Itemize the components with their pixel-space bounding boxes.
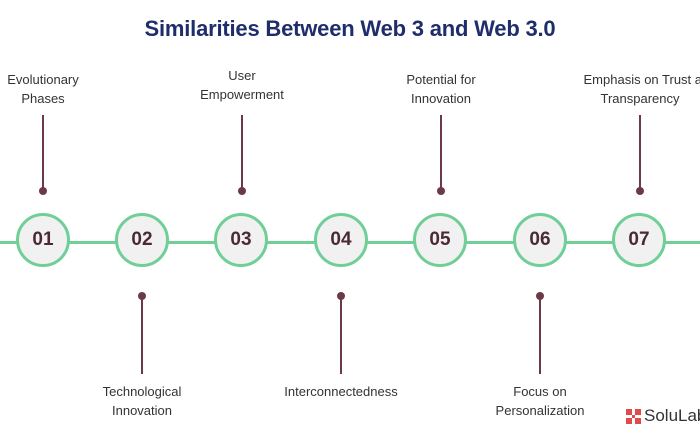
step-05-node: 05 bbox=[413, 213, 467, 267]
step-05-label-line-2: Innovation bbox=[411, 91, 471, 106]
step-01-node: 01 bbox=[16, 213, 70, 267]
step-04-connector bbox=[340, 296, 342, 374]
step-04-label: Interconnectedness bbox=[261, 382, 421, 401]
step-05-label: Potential for Innovation bbox=[361, 70, 521, 108]
step-06-connector bbox=[539, 296, 541, 374]
step-03-label: User Empowerment bbox=[162, 66, 322, 104]
solulab-logo-icon bbox=[626, 408, 641, 424]
step-01-label: Evolutionary Phases bbox=[0, 70, 123, 108]
step-02-node: 02 bbox=[115, 213, 169, 267]
step-03-label-line-1: User bbox=[228, 68, 256, 83]
step-01-label-line-2: Phases bbox=[21, 91, 65, 106]
step-03-label-line-2: Empowerment bbox=[200, 87, 284, 102]
step-02-label-line-1: Technological bbox=[102, 384, 182, 399]
step-06-label-line-2: Personalization bbox=[495, 403, 585, 418]
step-03-node: 03 bbox=[214, 213, 268, 267]
solulab-logo-text: SoluLabs bbox=[644, 406, 700, 425]
step-02-label: Technological Innovation bbox=[62, 382, 222, 420]
step-02-connector bbox=[141, 296, 143, 374]
step-03-dot bbox=[238, 187, 246, 195]
step-07-connector bbox=[639, 115, 641, 189]
step-04-label-line-1: Interconnectedness bbox=[284, 384, 398, 399]
step-05-label-line-1: Potential for bbox=[406, 72, 476, 87]
step-07-node: 07 bbox=[612, 213, 666, 267]
step-03-connector bbox=[241, 115, 243, 189]
step-06-label: Focus on Personalization bbox=[460, 382, 620, 420]
step-06-node: 06 bbox=[513, 213, 567, 267]
step-07-dot bbox=[636, 187, 644, 195]
diagram-title: Similarities Between Web 3 and Web 3.0 bbox=[144, 16, 556, 41]
step-06-label-line-1: Focus on bbox=[513, 384, 567, 399]
step-05-dot bbox=[437, 187, 445, 195]
step-07-label: Emphasis on Trust and Transparency bbox=[560, 70, 700, 108]
step-05-connector bbox=[440, 115, 442, 189]
step-01-connector bbox=[42, 115, 44, 189]
step-04-node: 04 bbox=[314, 213, 368, 267]
step-07-label-line-1: Emphasis on Trust and bbox=[583, 72, 700, 87]
step-01-dot bbox=[39, 187, 47, 195]
step-01-label-line-1: Evolutionary bbox=[7, 72, 79, 87]
step-07-label-line-2: Transparency bbox=[600, 91, 680, 106]
solulab-logo: SoluLabs bbox=[626, 406, 700, 426]
step-02-label-line-2: Innovation bbox=[112, 403, 172, 418]
